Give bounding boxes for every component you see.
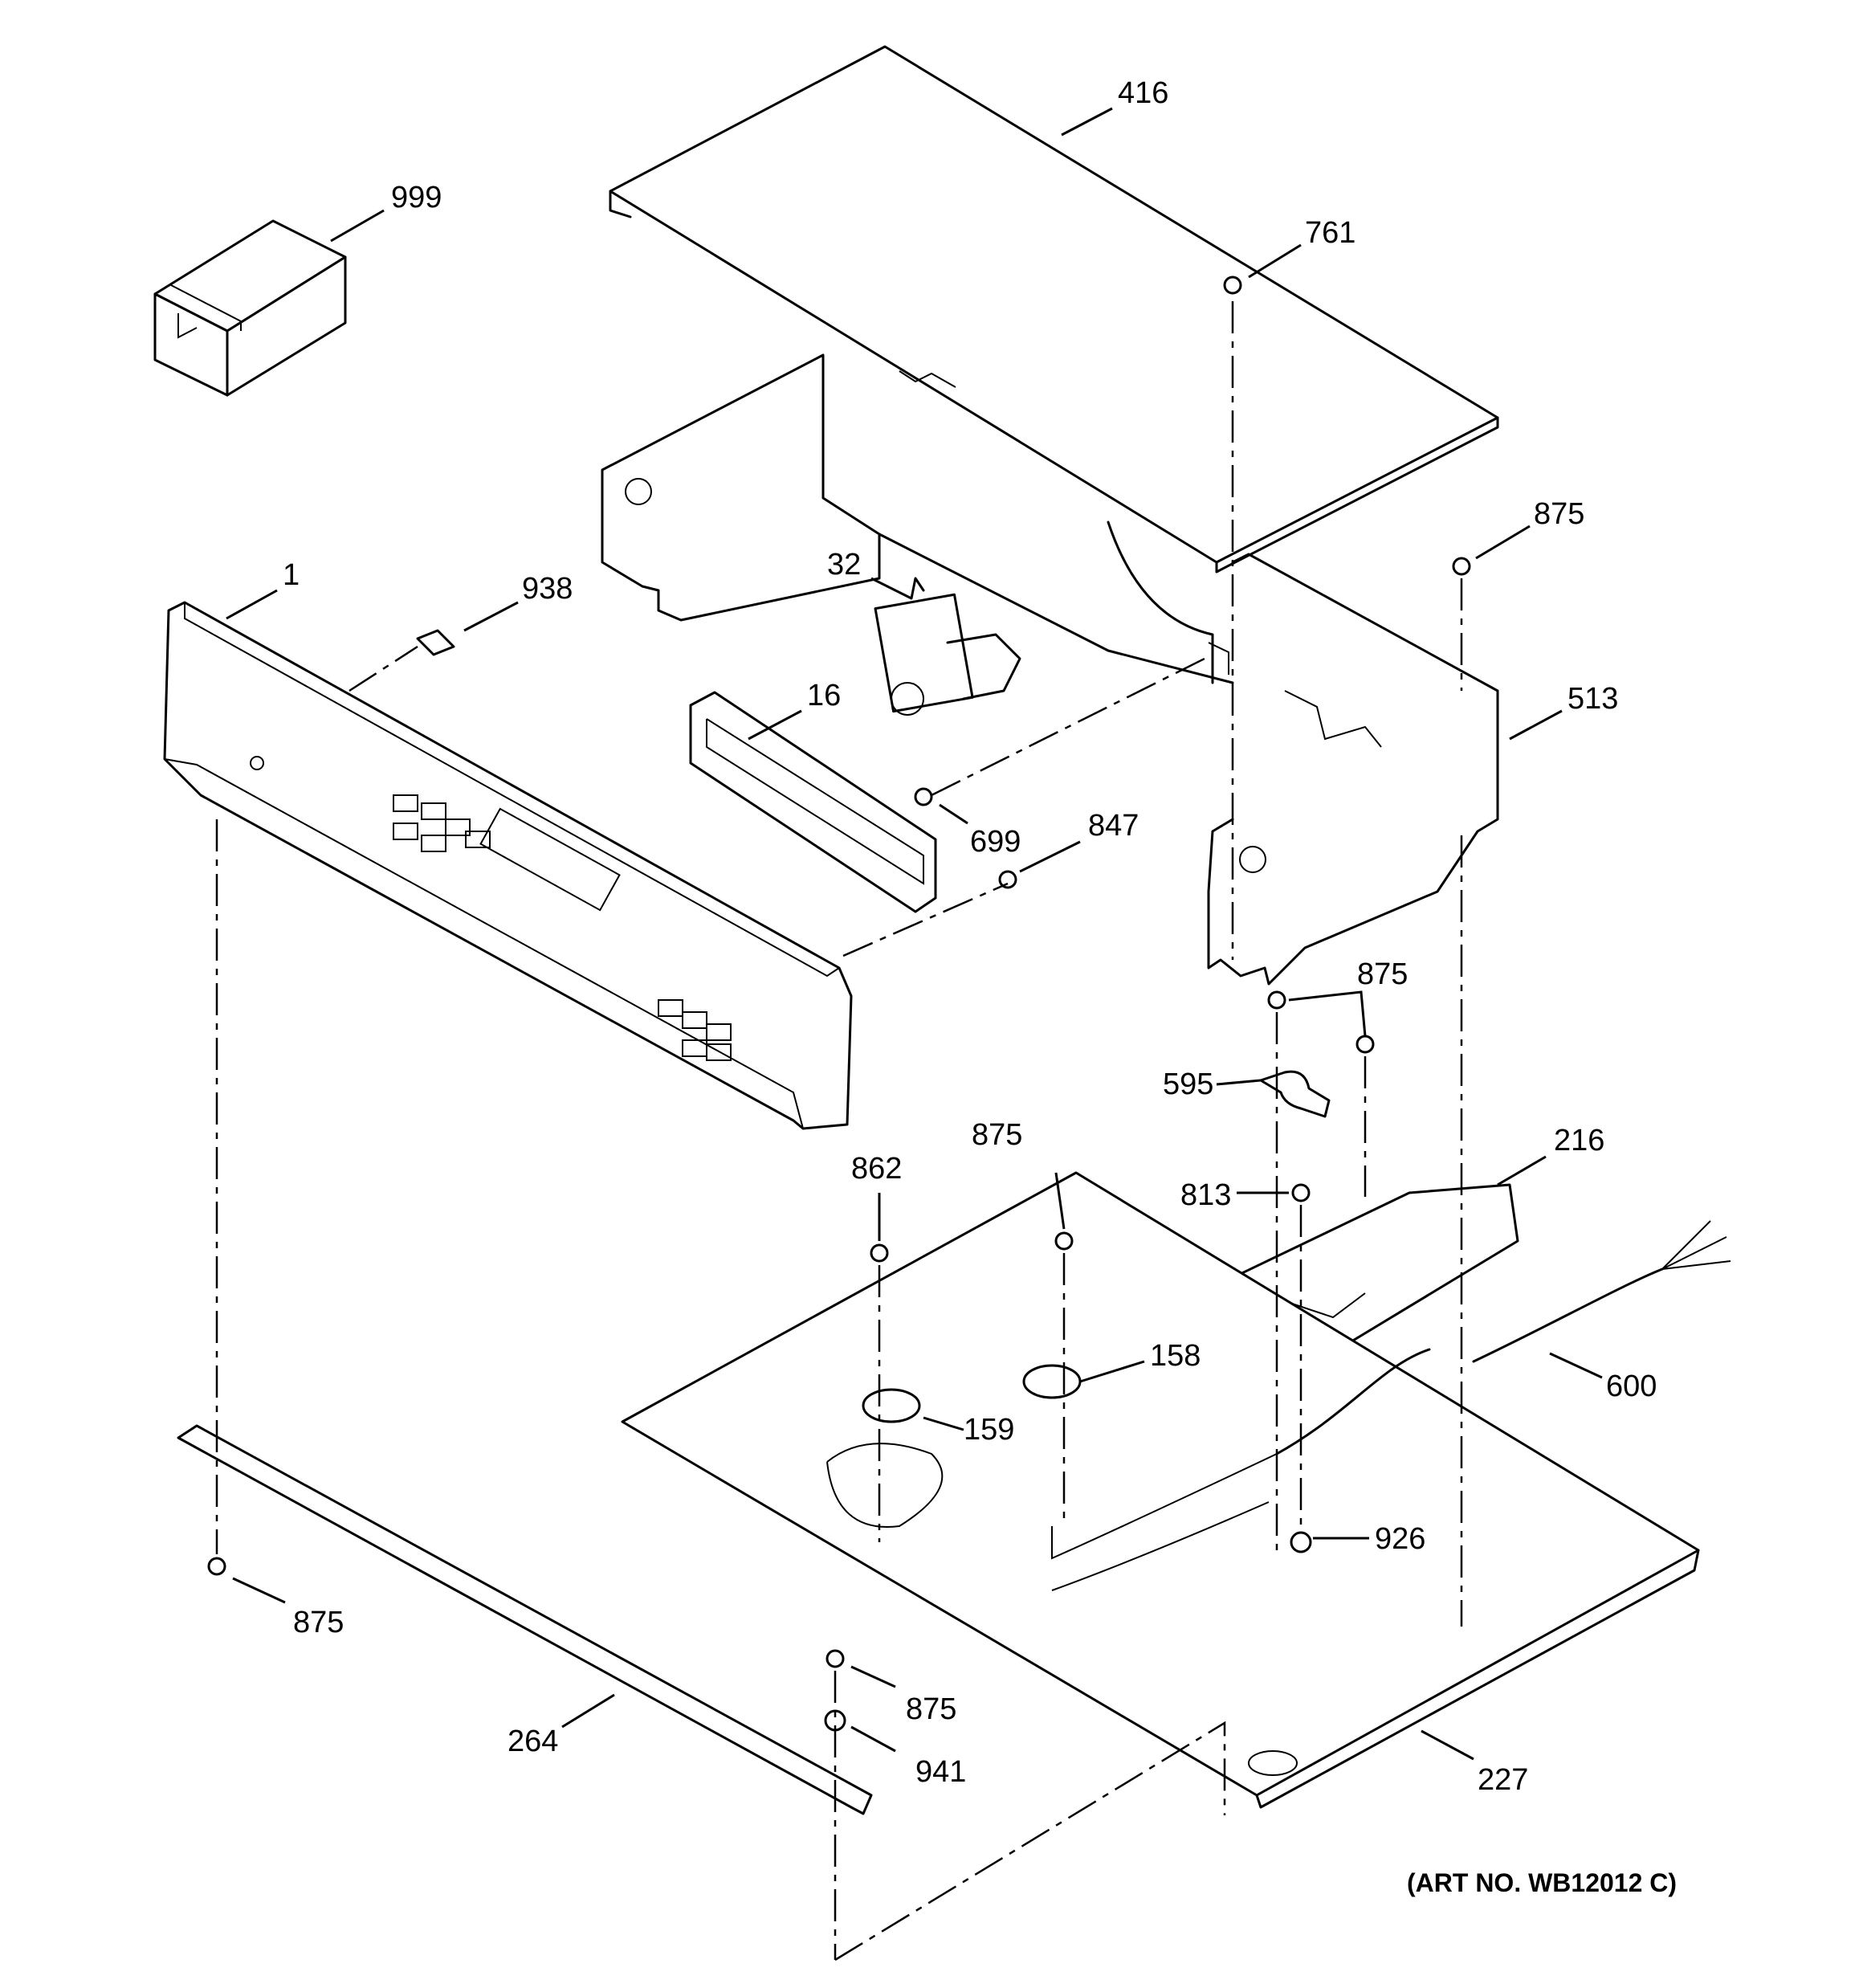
- callout-158: 158: [1150, 1339, 1201, 1373]
- callout-875-mid-right: 875: [1357, 957, 1408, 991]
- part-1-control-panel: [163, 601, 853, 1130]
- part-159-thermostat: [826, 1388, 944, 1528]
- screw-813: [1291, 1183, 1311, 1202]
- screw-699: [914, 787, 933, 806]
- callout-875-top-right: 875: [1534, 497, 1584, 531]
- screw-875-mid-b: [1355, 1035, 1375, 1054]
- part-513-wrapper: [601, 353, 1499, 986]
- part-999-box: [153, 219, 347, 397]
- callout-813: 813: [1180, 1178, 1231, 1212]
- screw-761: [1223, 276, 1242, 295]
- screw-875-bottom-center: [826, 1649, 845, 1668]
- callout-227: 227: [1478, 1763, 1528, 1797]
- callout-938: 938: [522, 572, 573, 606]
- screw-875-bottom-left: [207, 1557, 226, 1576]
- callout-600: 600: [1606, 1370, 1657, 1403]
- callout-1: 1: [283, 558, 300, 592]
- washer-926: [1290, 1531, 1312, 1553]
- screw-862: [870, 1243, 889, 1263]
- callout-875-center: 875: [972, 1118, 1022, 1152]
- callout-264: 264: [508, 1725, 558, 1758]
- callout-32: 32: [827, 548, 861, 582]
- callout-159: 159: [964, 1413, 1014, 1447]
- callout-16: 16: [807, 679, 841, 712]
- callout-999: 999: [391, 181, 442, 214]
- part-416-top-cover: [609, 45, 1499, 574]
- callout-875-bottom-center: 875: [906, 1692, 956, 1726]
- part-600-wire-harness: [1051, 1220, 1731, 1591]
- art-number: (ART NO. WB12012 C): [1407, 1868, 1677, 1897]
- leader-lines: [226, 107, 1603, 1761]
- callout-216: 216: [1554, 1124, 1604, 1157]
- part-595-bracket: [1259, 1070, 1331, 1118]
- callout-847: 847: [1088, 809, 1139, 843]
- part-938-clip: [416, 629, 455, 656]
- callout-labels: 999 416 761 875 32 1 938 16 513 699 847 …: [283, 76, 1657, 1797]
- callout-875-bottom-left: 875: [293, 1606, 344, 1639]
- callout-513: 513: [1567, 682, 1618, 716]
- callout-595: 595: [1163, 1067, 1213, 1101]
- screw-875-mid: [1267, 990, 1286, 1010]
- callout-862: 862: [851, 1152, 902, 1186]
- fasteners: [207, 276, 1471, 1732]
- screw-875-center: [1054, 1231, 1074, 1251]
- part-264-trim: [177, 1424, 873, 1815]
- callout-761: 761: [1305, 216, 1355, 250]
- part-227-base: [621, 1171, 1700, 1809]
- screw-847: [998, 870, 1017, 889]
- callout-699: 699: [970, 825, 1021, 859]
- part-158-thermostat: [1022, 1364, 1082, 1399]
- screw-875-top-right: [1452, 557, 1471, 576]
- callout-416: 416: [1118, 76, 1168, 110]
- callout-926: 926: [1375, 1522, 1425, 1556]
- callout-941: 941: [915, 1755, 966, 1789]
- part-32-fan-motor: [874, 577, 1021, 716]
- part-16-control-board: [689, 691, 937, 913]
- assembly-lines: [215, 301, 1463, 1961]
